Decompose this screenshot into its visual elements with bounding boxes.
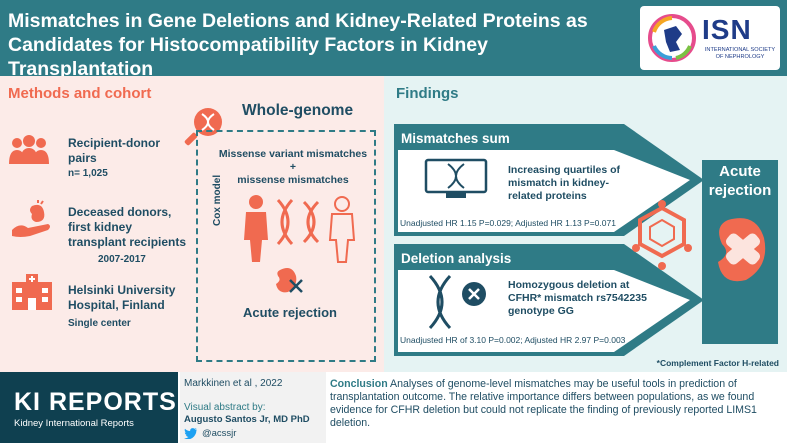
variant-description: Missense variant mismatches + missense m… <box>218 148 368 186</box>
whole-genome-outcome: Acute rejection <box>243 305 337 320</box>
item-label-hospital: Helsinki University Hospital, Finland <box>68 283 176 312</box>
mismatch-sum-text: Increasing quartiles of mismatch in kidn… <box>508 164 621 202</box>
header-banner: Mismatches in Gene Deletions and Kidney-… <box>0 0 787 80</box>
isn-abbreviation: ISN <box>702 14 752 45</box>
journal-subtitle: Kidney International Reports <box>14 418 134 429</box>
title-line-2: Candidates for Histocompatibility Factor… <box>8 34 488 80</box>
findings-panel: Findings Mismatches sum Increasing quart… <box>384 76 787 372</box>
whole-genome-box <box>196 130 376 362</box>
acute-rejection-label: Acute rejection <box>708 163 772 199</box>
abstract-by: Visual abstract by: <box>184 402 266 413</box>
family-dna-icon <box>244 195 356 263</box>
deletion-stats: Unadjusted HR of 3.10 P=0.002; Adjusted … <box>400 335 626 345</box>
cox-model-label: Cox model <box>212 174 223 226</box>
kidney-bandage-icon <box>718 218 766 282</box>
dna-deletion-icon <box>428 274 486 330</box>
item-detail-donors: 2007-2017 <box>98 254 146 265</box>
mismatch-sum-stats: Unadjusted HR 1.15 P=0.029; Adjusted HR … <box>400 218 616 228</box>
computer-dna-icon <box>424 158 488 198</box>
deletion-text: Homozygous deletion at CFHR* mismatch rs… <box>508 279 647 317</box>
author-name: Augusto Santos Jr, MD PhD <box>184 414 310 425</box>
people-icon <box>9 135 49 164</box>
magnifier-dna-icon <box>184 108 222 146</box>
methods-title: Methods and cohort <box>8 85 152 102</box>
conclusion-label: Conclusion <box>330 378 388 390</box>
kidney-icon <box>276 268 303 293</box>
twitter-icon <box>184 428 197 439</box>
hospital-icon <box>12 274 52 310</box>
item-label-donors: Deceased donors, first kidney transplant… <box>68 205 187 249</box>
footer: KI REPORTS Kidney International Reports … <box>0 372 787 443</box>
globe-icon <box>648 14 696 62</box>
molecule-icon <box>632 200 692 270</box>
isn-logo: ISN INTERNATIONAL SOCIETY OF NEPHROLOGY <box>640 6 780 70</box>
deletion-title: Deletion analysis <box>401 251 512 266</box>
conclusion: Conclusion Analyses of genome-level mism… <box>330 378 782 430</box>
findings-arrows <box>394 124 704 356</box>
item-detail-hospital: Single center <box>68 318 131 329</box>
item-detail-pairs: n= 1,025 <box>68 168 108 179</box>
isn-full-name: INTERNATIONAL SOCIETY OF NEPHROLOGY <box>704 47 776 60</box>
page-title: Mismatches in Gene Deletions and Kidney-… <box>8 9 628 81</box>
mismatch-sum-title: Mismatches sum <box>401 131 510 146</box>
item-label-pairs: Recipient-donor pairs <box>68 136 160 165</box>
cfhr-footnote: *Complement Factor H-related <box>656 358 779 368</box>
twitter-handle: @acssjr <box>202 428 237 439</box>
credits-box: Markkinen et al , 2022 Visual abstract b… <box>180 372 326 443</box>
whole-genome-title: Whole-genome <box>242 102 354 119</box>
findings-title: Findings <box>396 85 459 102</box>
citation: Markkinen et al , 2022 <box>184 378 283 389</box>
donor-kidney-icon <box>12 200 50 237</box>
conclusion-text: Analyses of genome-level mismatches may … <box>330 378 757 429</box>
title-line-1: Mismatches in Gene Deletions and Kidney-… <box>8 10 588 32</box>
ki-reports-logo: KI REPORTS Kidney International Reports <box>0 372 178 443</box>
methods-panel: Methods and cohort Recipient-donor pairs… <box>0 76 384 372</box>
journal-name: KI REPORTS <box>14 388 177 416</box>
